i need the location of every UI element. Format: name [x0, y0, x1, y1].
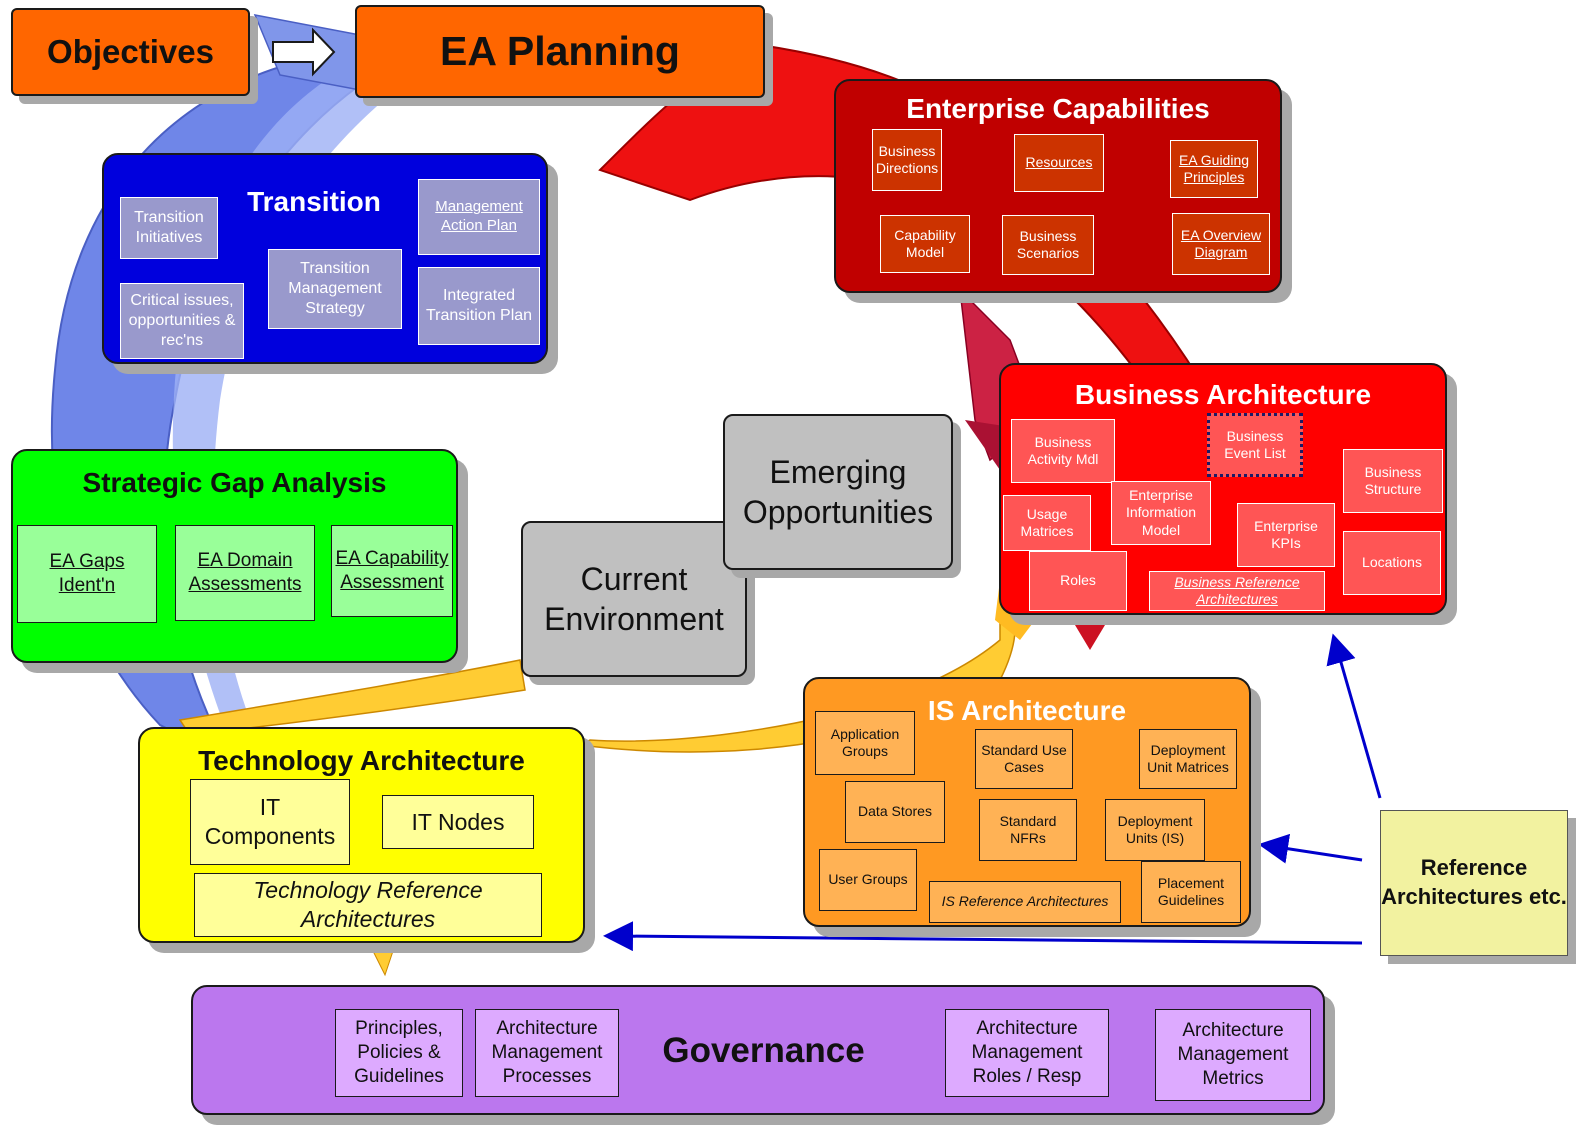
usage-matrices-box[interactable]: Usage Matrices	[1003, 495, 1091, 551]
ea-overview-diagram-link[interactable]: EA Overview Diagram	[1172, 213, 1270, 275]
ea-gaps-identn-link[interactable]: EA Gaps Ident'n	[17, 525, 157, 623]
technology-architecture-panel: Technology Architecture IT Components IT…	[138, 727, 585, 943]
deployment-unit-matrices-box[interactable]: Deployment Unit Matrices	[1139, 729, 1237, 789]
data-stores-box[interactable]: Data Stores	[845, 781, 945, 843]
business-event-list-box[interactable]: Business Event List	[1207, 413, 1303, 477]
enterprise-capabilities-title: Enterprise Capabilities	[906, 93, 1210, 124]
it-nodes-box[interactable]: IT Nodes	[382, 795, 534, 849]
reference-architectures-box[interactable]: Reference Architectures etc.	[1380, 810, 1568, 956]
red-arrow-tip-lower	[1075, 625, 1105, 650]
deployment-units-is-box[interactable]: Deployment Units (IS)	[1105, 799, 1205, 861]
transition-panel: Transition Transition Initiatives Manage…	[102, 153, 548, 364]
strategic-gap-analysis-title: Strategic Gap Analysis	[82, 467, 387, 498]
ref-arrow-to-is	[1258, 833, 1363, 864]
capability-model-box[interactable]: Capability Model	[880, 215, 970, 273]
user-groups-box[interactable]: User Groups	[819, 849, 917, 911]
business-directions-box[interactable]: Business Directions	[872, 129, 942, 191]
governance-panel: Governance Principles, Policies & Guidel…	[191, 985, 1325, 1115]
business-structure-box[interactable]: Business Structure	[1343, 449, 1443, 513]
business-architecture-title: Business Architecture	[1074, 379, 1372, 410]
roles-box[interactable]: Roles	[1029, 551, 1127, 611]
business-activity-mdl-box[interactable]: Business Activity Mdl	[1011, 419, 1115, 483]
management-action-plan-link[interactable]: Management Action Plan	[418, 179, 540, 255]
enterprise-kpis-box[interactable]: Enterprise KPIs	[1237, 503, 1335, 567]
standard-use-cases-box[interactable]: Standard Use Cases	[975, 729, 1073, 789]
governance-title: Governance	[662, 1031, 865, 1070]
technology-reference-architectures-box[interactable]: Technology Reference Architectures	[194, 873, 542, 937]
is-reference-architectures-box[interactable]: IS Reference Architectures	[929, 881, 1121, 923]
ref-arrow-to-technology	[603, 921, 1363, 952]
it-components-box[interactable]: IT Components	[190, 779, 350, 865]
ea-guiding-principles-link[interactable]: EA Guiding Principles	[1170, 140, 1258, 198]
integrated-transition-plan-box[interactable]: Integrated Transition Plan	[418, 267, 540, 345]
enterprise-information-model-box[interactable]: Enterprise Information Model	[1111, 481, 1211, 545]
business-reference-architectures-link[interactable]: Business Reference Architectures	[1149, 571, 1325, 611]
resources-link[interactable]: Resources	[1014, 134, 1104, 192]
architecture-management-processes-box[interactable]: Architecture Management Processes	[475, 1009, 619, 1097]
technology-architecture-title: Technology Architecture	[198, 745, 525, 776]
business-architecture-panel: Business Architecture Business Activity …	[999, 363, 1447, 615]
current-environment-box[interactable]: Current Environment	[521, 521, 747, 677]
objectives-arrow	[272, 27, 336, 77]
principles-policies-guidelines-box[interactable]: Principles, Policies & Guidelines	[335, 1009, 463, 1097]
ea-planning-box[interactable]: EA Planning	[355, 5, 765, 98]
transition-management-strategy-box[interactable]: Transition Management Strategy	[268, 249, 402, 329]
objectives-box[interactable]: Objectives	[11, 8, 250, 96]
strategic-gap-analysis-panel: Strategic Gap Analysis EA Gaps Ident'n E…	[11, 449, 458, 663]
is-architecture-panel: IS Architecture Application Groups Stand…	[803, 677, 1251, 927]
architecture-management-metrics-box[interactable]: Architecture Management Metrics	[1155, 1009, 1311, 1101]
transition-initiatives-box[interactable]: Transition Initiatives	[120, 197, 218, 259]
critical-issues-box[interactable]: Critical issues, opportunities & rec'ns	[120, 283, 244, 359]
locations-box[interactable]: Locations	[1343, 531, 1441, 595]
ea-domain-assessments-link[interactable]: EA Domain Assessments	[175, 525, 315, 621]
placement-guidelines-box[interactable]: Placement Guidelines	[1141, 861, 1241, 923]
standard-nfrs-box[interactable]: Standard NFRs	[979, 799, 1077, 861]
business-scenarios-box[interactable]: Business Scenarios	[1002, 215, 1094, 275]
architecture-management-roles-box[interactable]: Architecture Management Roles / Resp	[945, 1009, 1109, 1097]
transition-title: Transition	[247, 186, 381, 217]
application-groups-box[interactable]: Application Groups	[815, 711, 915, 775]
ref-arrow-to-business	[1326, 633, 1382, 799]
ea-capability-assessment-link[interactable]: EA Capability Assessment	[331, 525, 453, 617]
emerging-opportunities-box[interactable]: Emerging Opportunities	[723, 414, 953, 570]
yellow-drip	[369, 944, 396, 977]
is-architecture-title: IS Architecture	[927, 695, 1127, 726]
enterprise-capabilities-panel: Enterprise Capabilities Business Directi…	[834, 79, 1282, 293]
